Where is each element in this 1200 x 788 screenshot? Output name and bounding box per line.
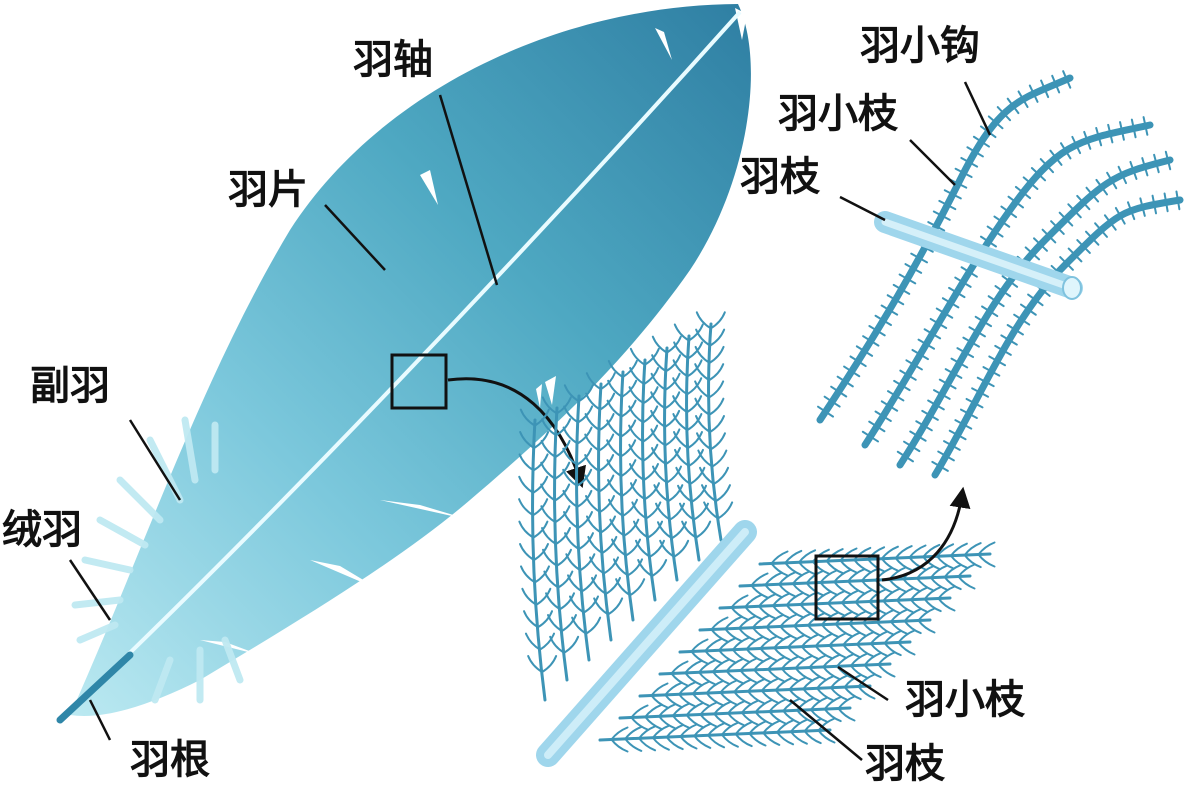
barbule-strand (861, 121, 1154, 449)
barb-magnified (518, 311, 996, 767)
label-vane: 羽片 (228, 167, 308, 213)
label-calamus: 羽根 (130, 737, 210, 783)
feather-shaft (60, 10, 742, 720)
zoom-box-barbs (814, 554, 880, 621)
leader-barbule-bottom (837, 665, 889, 702)
zoom-arrow-2 (881, 486, 971, 582)
leader-barbule-top (909, 139, 956, 186)
label-barbule-top: 羽小枝 (778, 91, 898, 137)
leader-afterfeather (128, 419, 182, 501)
barbule-magnified (816, 70, 1184, 479)
label-down: 绒羽 (2, 507, 82, 553)
leader-hooklet (963, 81, 992, 136)
label-barb-bottom: 羽枝 (865, 741, 945, 787)
feather (56, 4, 751, 724)
leader-vane (324, 204, 386, 271)
barb-fringe-upper (518, 311, 734, 702)
label-hooklet: 羽小钩 (860, 23, 980, 69)
zoom-box-feather (390, 353, 448, 410)
feather-calamus (56, 651, 134, 724)
label-barbule-bottom: 羽小枝 (905, 677, 1025, 723)
label-afterfeather: 副羽 (30, 363, 110, 409)
leader-barb-bottom (789, 699, 863, 761)
feather-vane (70, 4, 751, 716)
barb-rod-end (1062, 276, 1082, 300)
zoom-arrow-1 (447, 377, 586, 488)
label-shaft: 羽轴 (353, 37, 433, 83)
barb-fringe-lower (598, 541, 996, 753)
down-fringe (71, 416, 244, 704)
label-barb-top: 羽枝 (740, 154, 820, 200)
leader-barb-top (839, 195, 886, 222)
leader-down (68, 559, 112, 621)
leader-lines (68, 81, 992, 761)
leader-calamus (88, 699, 112, 741)
leader-shaft (438, 94, 499, 286)
